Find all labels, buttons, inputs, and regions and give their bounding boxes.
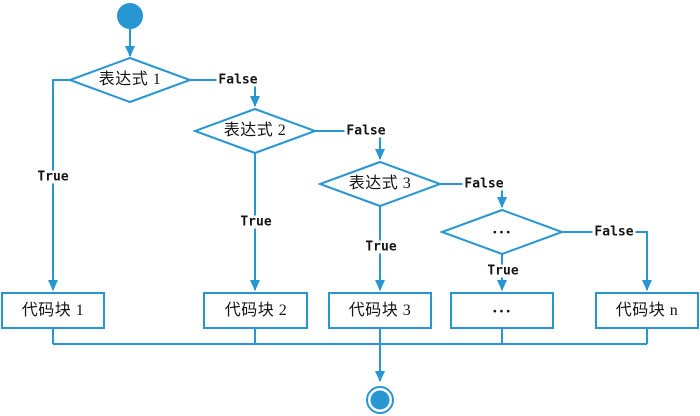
false-label-1: False [216,72,260,88]
true-label-2: True [238,214,274,230]
decision-label-ellipsis: ··· [491,222,513,242]
code-block-n [595,292,699,329]
true-label-3: True [363,239,399,255]
block-label-n: 代码块 n [615,302,679,319]
block-label-1: 代码块 1 [21,302,85,319]
block-label-ellipsis: ··· [491,301,513,321]
true-label-1: True [35,169,71,185]
false-label-4: False [592,224,636,240]
decision-diamond-3 [317,160,443,208]
block-label-3: 代码块 3 [348,302,412,319]
true-label-4: True [485,263,521,279]
block-label-2: 代码块 2 [224,302,288,319]
decision-label-3: 表达式 3 [348,175,412,192]
decision-label-2: 表达式 2 [223,122,287,139]
end-node-inner-dot [370,390,390,410]
decision-diamond-ellipsis [439,208,565,256]
edge-ellipsis-false [562,231,652,291]
code-block-3 [328,292,432,329]
decision-diamond-2 [192,107,318,155]
decision-diamond-1 [67,56,193,104]
false-label-3: False [462,176,506,192]
decision-label-1: 表达式 1 [98,71,162,88]
code-block-1 [1,292,105,329]
code-block-2 [203,292,308,329]
code-block-ellipsis [450,292,554,329]
start-node [117,3,143,29]
false-label-2: False [344,123,388,139]
edge-expr1-true [48,79,70,291]
